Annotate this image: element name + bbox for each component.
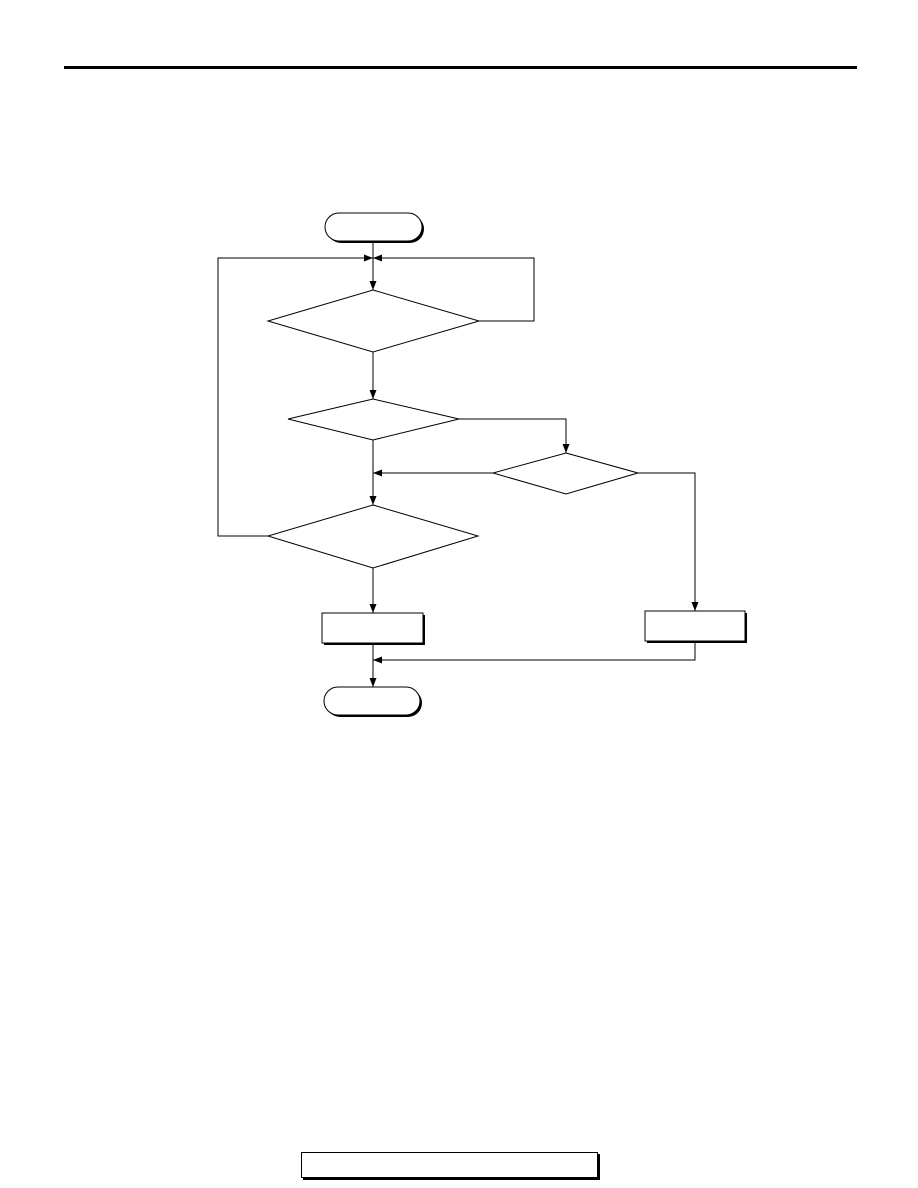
footer-box <box>301 1152 598 1178</box>
decision-diamond-4 <box>266 504 480 569</box>
decision-diamond-1 <box>266 289 481 353</box>
connector-process-right-to-end <box>373 641 696 664</box>
decision-diamond-3 <box>491 452 640 495</box>
end-terminator <box>323 686 422 717</box>
process-box-right <box>644 610 747 643</box>
start-terminator <box>324 212 424 243</box>
connector-decision-4-loop <box>217 254 373 537</box>
process-box-left <box>321 612 425 645</box>
header-rule <box>64 66 857 69</box>
connector-decision-2-to-decision-3 <box>459 418 570 453</box>
connector-decision-3-to-process-right <box>638 472 699 611</box>
connector-decision-1-loop <box>373 254 535 322</box>
decision-diamond-2 <box>287 398 460 441</box>
